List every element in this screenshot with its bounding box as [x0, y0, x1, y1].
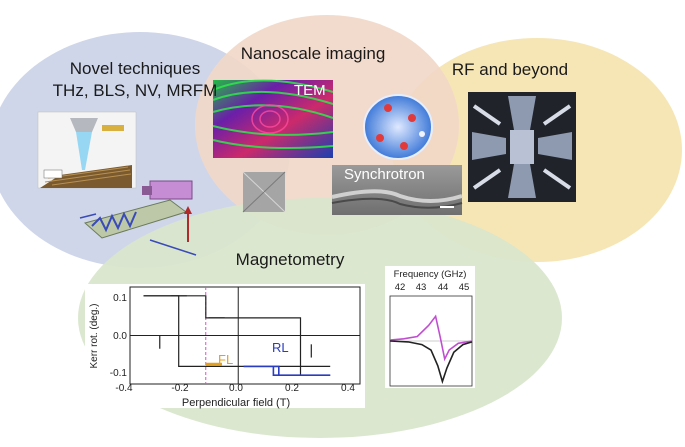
rf-device-image: [468, 92, 576, 202]
label-techniques-title: Novel techniques: [69, 59, 201, 78]
kerr-label-fl: FL: [218, 352, 233, 367]
label-techniques: Novel techniques THz, BLS, NV, MRFM: [40, 58, 230, 102]
label-rf: RF and beyond: [451, 60, 569, 79]
kerr-label-rl: RL: [272, 340, 289, 355]
freq-tick-0: 42: [395, 282, 406, 293]
microscope-image: [37, 111, 137, 189]
freq-tick-3: 45: [459, 282, 470, 293]
label-synchrotron: Synchrotron: [344, 166, 425, 183]
freq-series-1: [389, 340, 473, 385]
kerr-xlabel: Perpendicular field (T): [182, 397, 290, 409]
kerr-xtick-3: 0.2: [285, 383, 299, 394]
freq-series-0: [389, 314, 473, 362]
freq-tick-2: 44: [438, 282, 449, 293]
label-magnetometry: Magnetometry: [235, 250, 345, 269]
synchrotron-image: [331, 165, 463, 215]
kerr-ylabel: Kerr rot. (deg.): [89, 303, 100, 368]
label-nanoscale: Nanoscale imaging: [240, 44, 386, 63]
label-tem: TEM: [294, 82, 326, 99]
skyrmion-image: [363, 94, 433, 160]
kerr-xtick-2: 0.0: [229, 383, 243, 394]
kerr-xtick-0: -0.4: [115, 383, 133, 394]
freq-tick-1: 43: [416, 282, 427, 293]
kerr-chart: Kerr rot. (deg.) Perpendicular field (T)…: [85, 284, 365, 409]
tem-image: [212, 79, 334, 158]
label-techniques-subtitle: THz, BLS, NV, MRFM: [52, 81, 218, 100]
mrfm-schematic: [79, 180, 197, 256]
kerr-series-3: [243, 365, 331, 377]
freq-title: Frequency (GHz): [394, 269, 467, 280]
kerr-xtick-4: 0.4: [341, 383, 355, 394]
pyramid-image: [242, 171, 286, 213]
kerr-ytick-0: 0.1: [113, 293, 127, 304]
kerr-xtick-1: -0.2: [171, 383, 189, 394]
kerr-ytick-1: 0.0: [113, 331, 127, 342]
freq-chart: Frequency (GHz) 42 43 44 45: [385, 266, 475, 388]
kerr-ytick-2: -0.1: [110, 368, 128, 379]
